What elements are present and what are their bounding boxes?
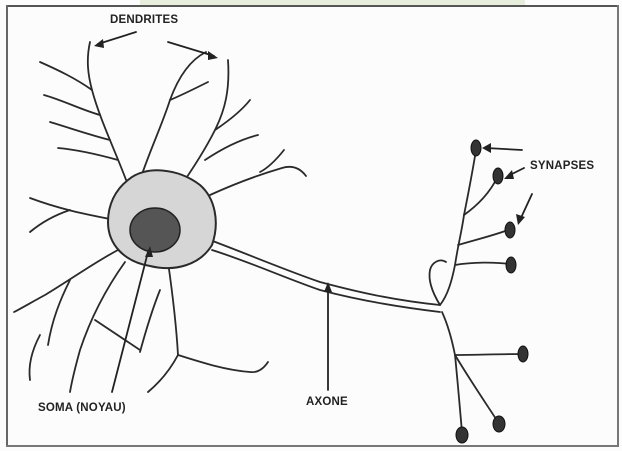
synapse-terminal <box>518 346 528 362</box>
dendrites-label: DENDRITES <box>110 14 178 26</box>
dendrite-branch <box>148 355 178 392</box>
arrow-icon <box>168 42 214 56</box>
dendrite-branch <box>29 335 40 380</box>
axon-terminal-branch <box>455 354 522 355</box>
synapse-terminal <box>471 140 481 156</box>
axon-terminal-branch <box>455 263 510 265</box>
dendrite-branch <box>210 167 306 195</box>
dendrite-branch <box>215 100 250 130</box>
dendrite-branch <box>44 95 100 115</box>
arrow-icon <box>504 170 514 179</box>
dendrite-branch <box>50 122 110 140</box>
axon-terminal-branch <box>464 150 476 215</box>
synapse-terminal <box>506 257 516 273</box>
synapse-terminal <box>456 427 468 443</box>
dendrite-branch <box>140 52 206 180</box>
dendrite-branch <box>30 198 115 220</box>
arrow-icon <box>482 143 491 153</box>
arrow-icon <box>94 39 104 48</box>
arrow-icon <box>208 51 218 60</box>
nucleus <box>130 208 180 252</box>
arrow-icon <box>98 32 136 44</box>
dendrite-branch <box>95 320 140 350</box>
axon-terminal-branch <box>455 355 498 422</box>
axon-terminal-branch <box>455 355 462 432</box>
axon-terminal-branch <box>458 230 508 245</box>
arrow-icon <box>516 214 525 225</box>
dendrite-branch <box>40 62 92 90</box>
dendrite-branch <box>205 135 258 160</box>
synapse-terminal <box>493 168 503 184</box>
axon-line <box>210 240 440 305</box>
dendrite-branch <box>30 210 70 232</box>
dendrite-branch <box>48 280 70 345</box>
arrow-icon <box>486 148 522 150</box>
dendrite-branch <box>178 355 268 372</box>
synapse-terminal <box>505 222 515 238</box>
dendrite-branch <box>14 250 118 312</box>
dendrite-branch <box>58 148 118 160</box>
axon-terminal-branch <box>442 312 455 355</box>
dendrite-branch <box>140 290 160 352</box>
soma-label: SOMA (NOYAU) <box>38 402 126 414</box>
axon-line <box>212 250 440 312</box>
axone-label: AXONE <box>306 396 348 408</box>
axon-terminal-branch <box>464 178 497 215</box>
synapse-terminal <box>493 416 505 432</box>
dendrite-branch <box>168 262 178 355</box>
synapses-label: SYNAPSES <box>530 160 594 172</box>
